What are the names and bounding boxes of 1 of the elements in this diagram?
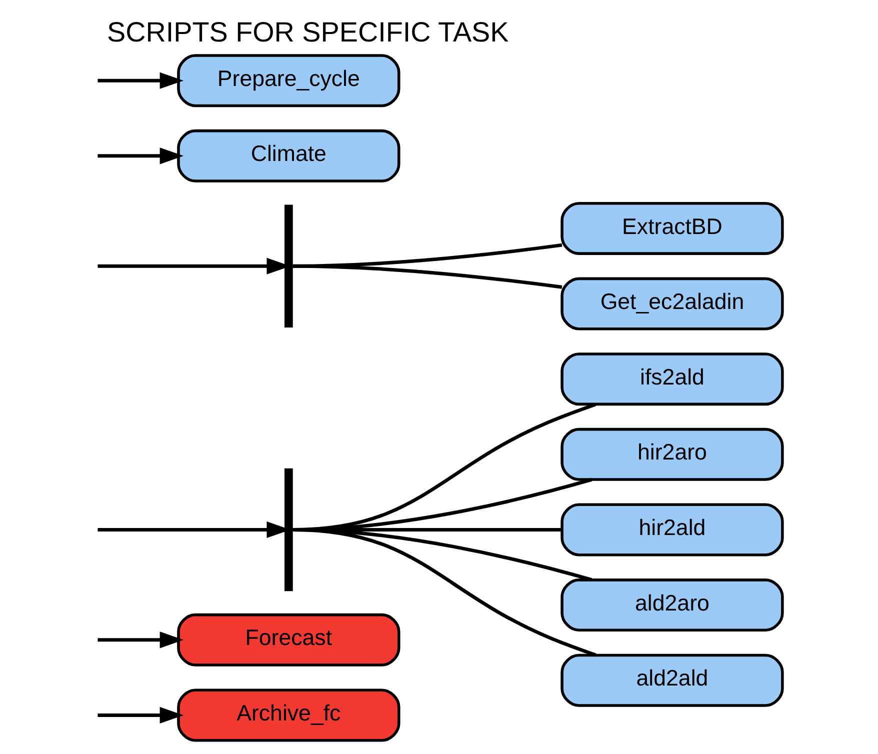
diagram-title: SCRIPTS FOR SPECIFIC TASK [106,16,508,48]
